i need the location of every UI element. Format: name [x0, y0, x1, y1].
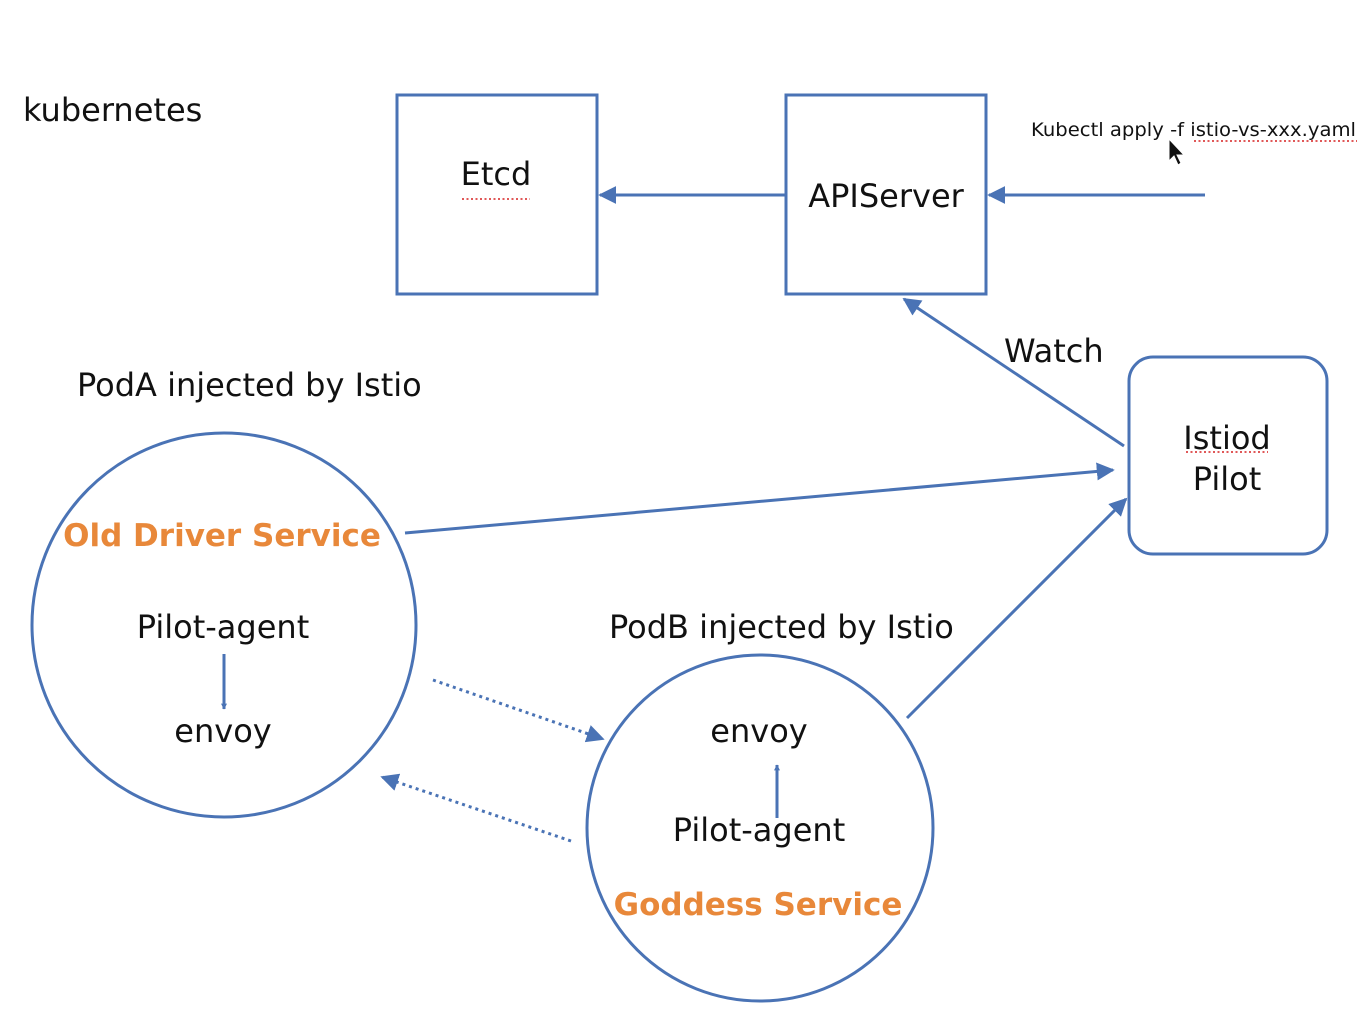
- apiserver-node: APIServer: [784, 93, 988, 296]
- pilot-label: Pilot: [1193, 460, 1262, 498]
- kubectl-command-text: Kubectl apply -f istio-vs-xxx.yaml: [1031, 119, 1356, 141]
- pod-b-title: PodB injected by Istio: [609, 608, 954, 646]
- pod-b-to-pod-a-traffic-arrow: [380, 773, 572, 843]
- apiserver-box: [784, 93, 988, 296]
- watch-arrow: [902, 297, 1125, 448]
- kubectl-command: Kubectl apply -f istio-vs-xxx.yaml: [1031, 119, 1357, 166]
- etcd-node: Etcd: [395, 93, 599, 296]
- pod-a: Old Driver Service Pilot-agent envoy: [30, 431, 418, 819]
- etcd-label: Etcd: [461, 155, 532, 193]
- pod-b-envoy: envoy: [710, 712, 807, 750]
- pod-a-to-pod-b-traffic-arrow: [432, 678, 605, 743]
- pod-b: envoy Pilot-agent Goddess Service: [585, 653, 935, 1003]
- mouse-pointer-icon: [1168, 137, 1186, 166]
- pod-b-pilot-agent: Pilot-agent: [673, 811, 845, 849]
- pod-a-to-istiod-arrow: [404, 462, 1115, 535]
- pod-b-circle: [585, 653, 935, 1003]
- istiod-pilot-node: Istiod Pilot: [1127, 355, 1329, 556]
- pod-a-pilot-agent: Pilot-agent: [137, 608, 309, 646]
- watch-label: Watch: [1004, 332, 1104, 370]
- etcd-box: [395, 93, 599, 296]
- pod-b-to-istiod-arrow: [905, 497, 1128, 720]
- pod-a-service-name: Old Driver Service: [63, 518, 381, 554]
- pod-a-circle: [30, 431, 418, 819]
- istiod-label: Istiod: [1183, 419, 1270, 457]
- pod-b-service-name: Goddess Service: [614, 887, 903, 923]
- cluster-title: kubernetes: [23, 91, 202, 129]
- istiod-box: [1127, 355, 1329, 556]
- apiserver-label: APIServer: [808, 177, 964, 215]
- pod-a-envoy: envoy: [174, 712, 271, 750]
- pod-a-title: PodA injected by Istio: [77, 366, 422, 404]
